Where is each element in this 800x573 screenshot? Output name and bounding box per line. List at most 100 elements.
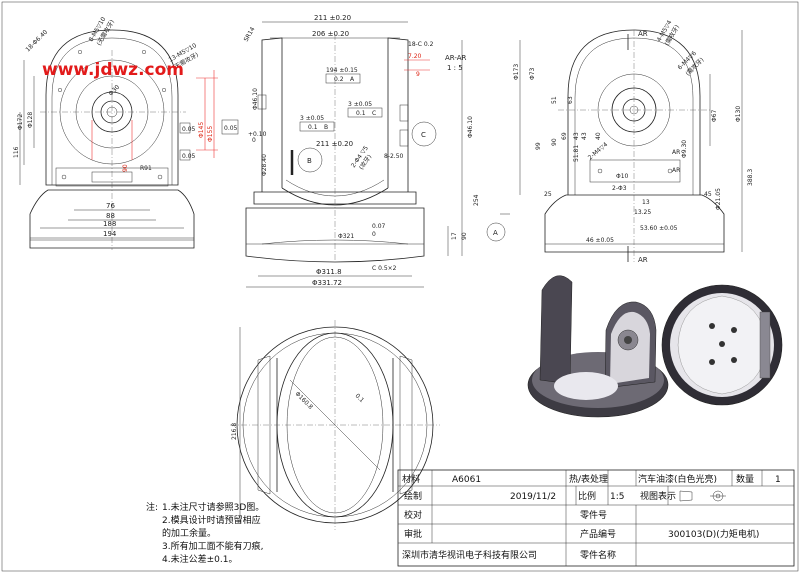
- right-dim-51: 51: [551, 96, 558, 104]
- side-dim-46-right: Φ46.10: [467, 116, 474, 138]
- right-dim-45: 45: [704, 191, 712, 198]
- front-view: 18-Φ6.40 8-M5▽10 (无需攻牙) 13-M5▽10 (无需攻牙) …: [13, 16, 239, 250]
- side-dim-254: 254: [473, 194, 480, 206]
- tb-qty-value: 1: [775, 475, 781, 485]
- right-dim-99: 99: [535, 142, 542, 150]
- title-block: 材料 A6061 热/表处理 汽车油漆(白色光亮) 数量 1 绘制 2019/1…: [397, 469, 795, 567]
- right-dim-73: Φ73: [529, 67, 536, 80]
- note-2: 2.模具设计时请预留相应: [162, 514, 261, 526]
- note-3: 3.所有加工面不能有刀痕,: [162, 540, 263, 552]
- side-dim-3-left: 3 ±0.05: [300, 115, 324, 122]
- right-dim-ar-a: AR: [672, 149, 680, 156]
- front-dim-194: 194: [103, 230, 117, 238]
- tb-scale-value: 1:5: [610, 492, 624, 502]
- front-frame-2: 0.05: [224, 125, 238, 132]
- callout-b: B: [307, 157, 312, 165]
- side-dim-321-up: 0.07: [372, 223, 386, 230]
- side-dim-17: 17: [451, 232, 458, 240]
- front-dim-188: 188: [103, 220, 116, 228]
- callout-c: C: [421, 131, 426, 139]
- right-dim-90: 90: [551, 138, 558, 146]
- right-dim-2-m4: 2-M4▽4: [587, 141, 610, 162]
- right-dim-21: Φ21.05: [715, 188, 722, 210]
- right-dim-43-b: 43: [581, 132, 588, 140]
- tb-product-value: 300103(D)(力矩电机): [668, 528, 759, 540]
- right-dim-173: Φ173: [513, 64, 520, 80]
- front-dim-128: Φ128: [27, 112, 34, 128]
- front-frame-1: 0.05: [182, 126, 196, 133]
- tb-heat-value: 汽车油漆(白色光亮): [638, 473, 717, 485]
- notes-block: 注: 1.未注尺寸请参照3D图。 2.模具设计时请预留相应 的加工余量。 3.所…: [146, 501, 264, 565]
- right-dim-ar-b: AR: [672, 167, 680, 174]
- section-title: AR-AR: [445, 54, 467, 62]
- right-dim-10: Φ10: [616, 173, 629, 180]
- side-dim-321: Φ321: [338, 233, 354, 240]
- side-dim-sr14: SR14: [243, 26, 257, 43]
- iso-view-right: [661, 284, 783, 406]
- note-1: 1.未注尺寸请参照3D图。: [162, 501, 264, 513]
- tb-product-label: 产品编号: [580, 528, 616, 540]
- tb-view-label: 视图表示: [640, 490, 676, 502]
- front-frame-3: 0.05: [182, 153, 196, 160]
- side-dim-331: Φ331.72: [312, 279, 342, 287]
- watermark: www.jdwz.com: [42, 60, 184, 80]
- right-dim-2-3: 2-Φ3: [612, 185, 627, 192]
- tb-scale-label: 比例: [578, 490, 596, 502]
- tb-part-name-label: 零件名称: [580, 549, 616, 561]
- right-dim-46: 46 ±0.05: [586, 237, 614, 244]
- right-dim-388: 388.3: [747, 169, 754, 186]
- front-dim-145: Φ145: [198, 122, 205, 138]
- right-dim-53-60: 53.60 ±0.05: [640, 225, 678, 232]
- tb-drawn-date: 2019/11/2: [510, 492, 556, 502]
- tb-company: 深圳市清华视讯电子科技有限公司: [402, 549, 537, 561]
- side-dim-8-250: 8-2.50: [384, 153, 404, 160]
- side-dim-7-20: 7.20: [408, 53, 422, 60]
- side-dim-chamfer: 18-C 0.2: [408, 41, 434, 48]
- top-dim-216: 216.8: [231, 423, 238, 440]
- side-dim-tol-low: 0: [252, 137, 256, 144]
- right-dim-69: 69: [561, 132, 568, 140]
- side-dim-tol-up: +0.10: [248, 131, 267, 138]
- right-dim-130: Φ130: [735, 106, 742, 122]
- side-frame-c-tol: 0.1: [356, 110, 366, 117]
- front-dim-30: Φ30: [107, 84, 121, 98]
- front-dim-r91: R91: [140, 165, 152, 172]
- note-4: 4.未注公差±0.1。: [162, 553, 237, 565]
- tb-material-label: 材料: [402, 473, 420, 485]
- front-dim-172: Φ172: [17, 114, 24, 130]
- right-dim-51-81: 51.81: [573, 145, 580, 162]
- front-dim-90: 90: [122, 164, 129, 172]
- right-dim-43-a: 43: [573, 132, 580, 140]
- tb-check-label: 校对: [404, 509, 422, 521]
- side-dim-321-low: 0: [372, 231, 376, 238]
- side-dim-211-top: 211 ±0.20: [314, 14, 351, 22]
- right-dim-63: 63: [567, 96, 574, 104]
- front-dim-88: 88: [106, 212, 115, 220]
- side-dim-90: 90: [461, 232, 468, 240]
- side-dim-28: Φ28.40: [261, 154, 268, 176]
- side-dim-194: 194 ±0.15: [326, 67, 358, 74]
- side-view: 211 ±0.20 206 ±0.20 SR14 18-C 0.2 Φ46.10…: [243, 14, 510, 288]
- side-dim-46-left: Φ46.10: [252, 88, 259, 110]
- front-dim-76: 76: [106, 202, 115, 210]
- side-frame-c-ref: C: [372, 110, 376, 117]
- side-frame-a-tol: 0.2: [334, 76, 344, 83]
- front-dim-155: Φ155: [207, 126, 214, 142]
- iso-view-left: [527, 275, 669, 418]
- callout-ar-top: AR: [638, 30, 648, 38]
- tb-review-label: 审批: [404, 528, 422, 540]
- side-dim-211-mid: 211 ±0.20: [316, 140, 353, 148]
- side-frame-b-ref: B: [324, 124, 328, 131]
- side-frame-a-ref: A: [350, 76, 355, 83]
- side-frame-b-tol: 0.1: [308, 124, 318, 131]
- tb-drawn-label: 绘制: [404, 490, 422, 502]
- right-dim-9-30: Φ9.30: [681, 140, 688, 158]
- side-dim-chamfer-bottom: C 0.5×2: [372, 265, 397, 272]
- section-scale: 1 : 5: [447, 64, 463, 72]
- tb-part-no-label: 零件号: [580, 509, 607, 521]
- top-dim-tol: 0.1: [354, 392, 366, 404]
- right-dim-25: 25: [544, 191, 552, 198]
- datum-a: A: [493, 229, 498, 237]
